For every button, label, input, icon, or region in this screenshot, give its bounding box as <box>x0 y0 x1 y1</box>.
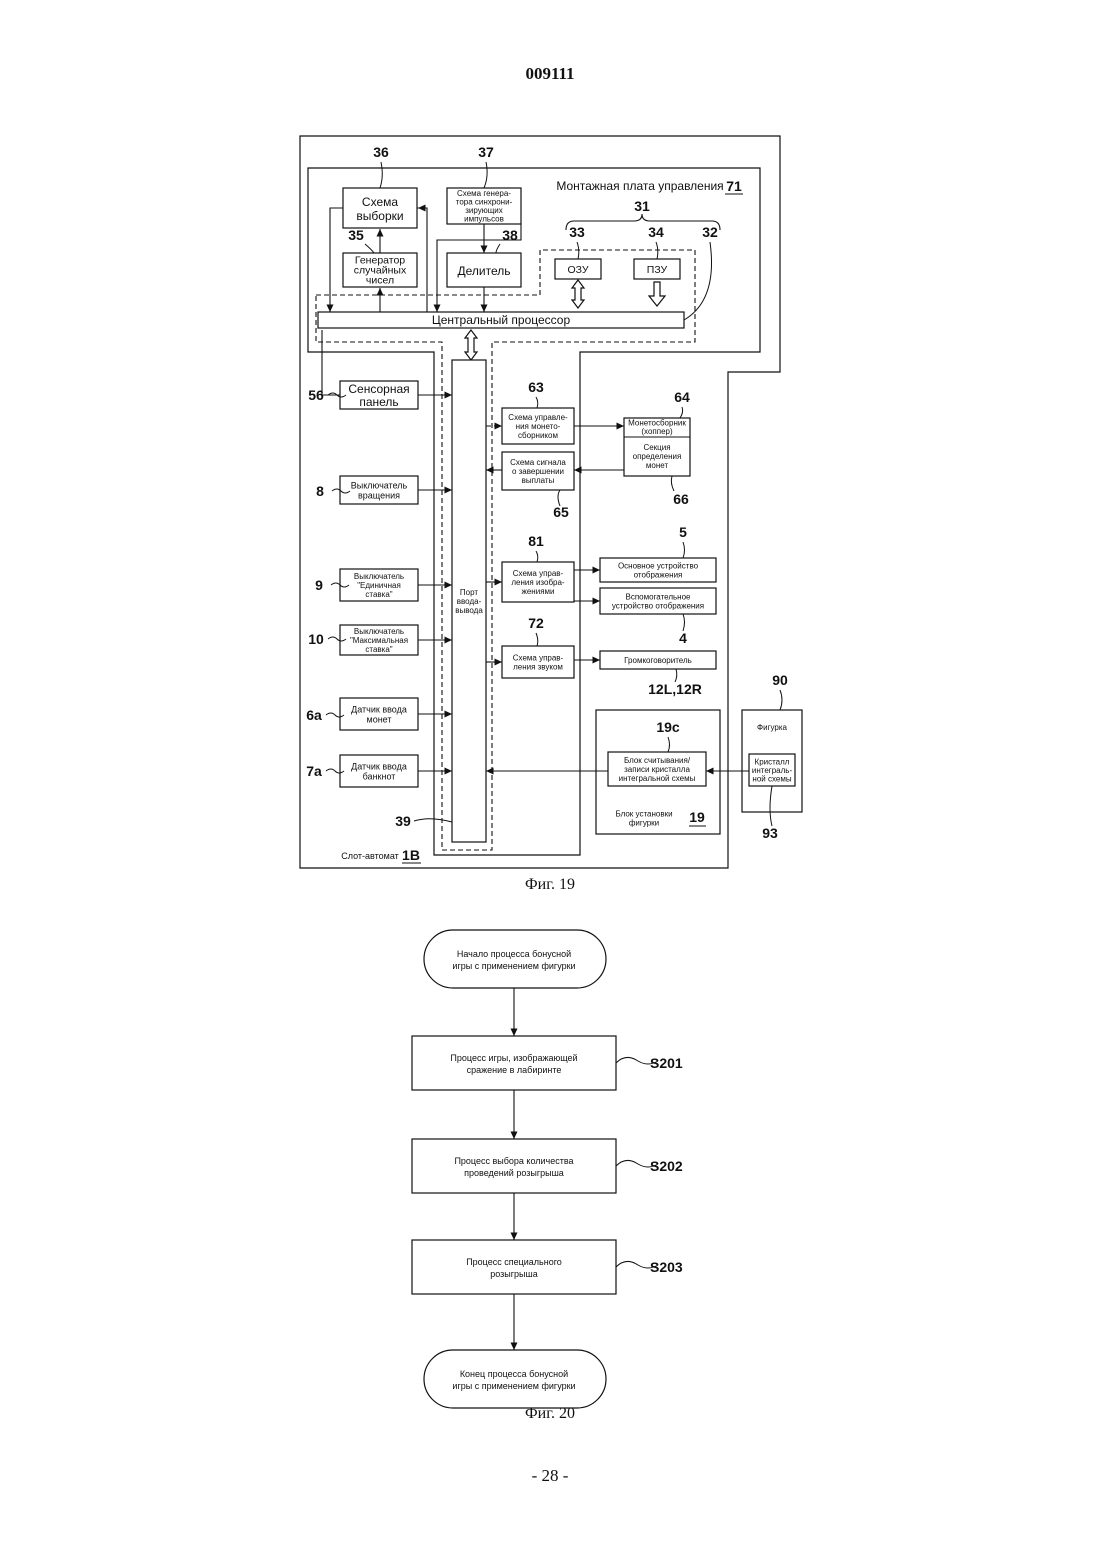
flow-arrow-s202-s203-head <box>511 1233 518 1241</box>
fig20-flowchart-elements: Начало процесса бонусной игры с применени… <box>412 930 683 1408</box>
flow-step-S202-line: Процесс выбора количества <box>454 1156 573 1166</box>
flow-arrow-start-s201-head <box>511 1029 518 1037</box>
flow-step-S203-line: Процесс специального <box>466 1257 562 1267</box>
flow-step-S203-id: S203 <box>650 1259 683 1275</box>
flow-arrow-s203-end-head <box>511 1343 518 1351</box>
flow-step-S201-line: Процесс игры, изображающей <box>450 1053 577 1063</box>
flow-step-S201-line: сражение в лабиринте <box>467 1065 562 1075</box>
flow-start-line: игры с применением фигурки <box>452 961 575 971</box>
page-number: - 28 - <box>0 1466 1100 1486</box>
flow-step-S202-id: S202 <box>650 1158 683 1174</box>
flow-end-line: игры с применением фигурки <box>452 1381 575 1391</box>
flow-end-line: Конец процесса бонусной <box>460 1369 568 1379</box>
flow-start-line: Начало процесса бонусной <box>457 949 571 959</box>
flow-step-S203-line: розыгрыша <box>490 1269 538 1279</box>
flow-step-S202-line: проведений розыгрыша <box>464 1168 564 1178</box>
flow-arrow-s201-s202-head <box>511 1132 518 1140</box>
flow-step-S201-id: S201 <box>650 1055 683 1071</box>
figure-20-caption: Фиг. 20 <box>0 1405 1100 1423</box>
